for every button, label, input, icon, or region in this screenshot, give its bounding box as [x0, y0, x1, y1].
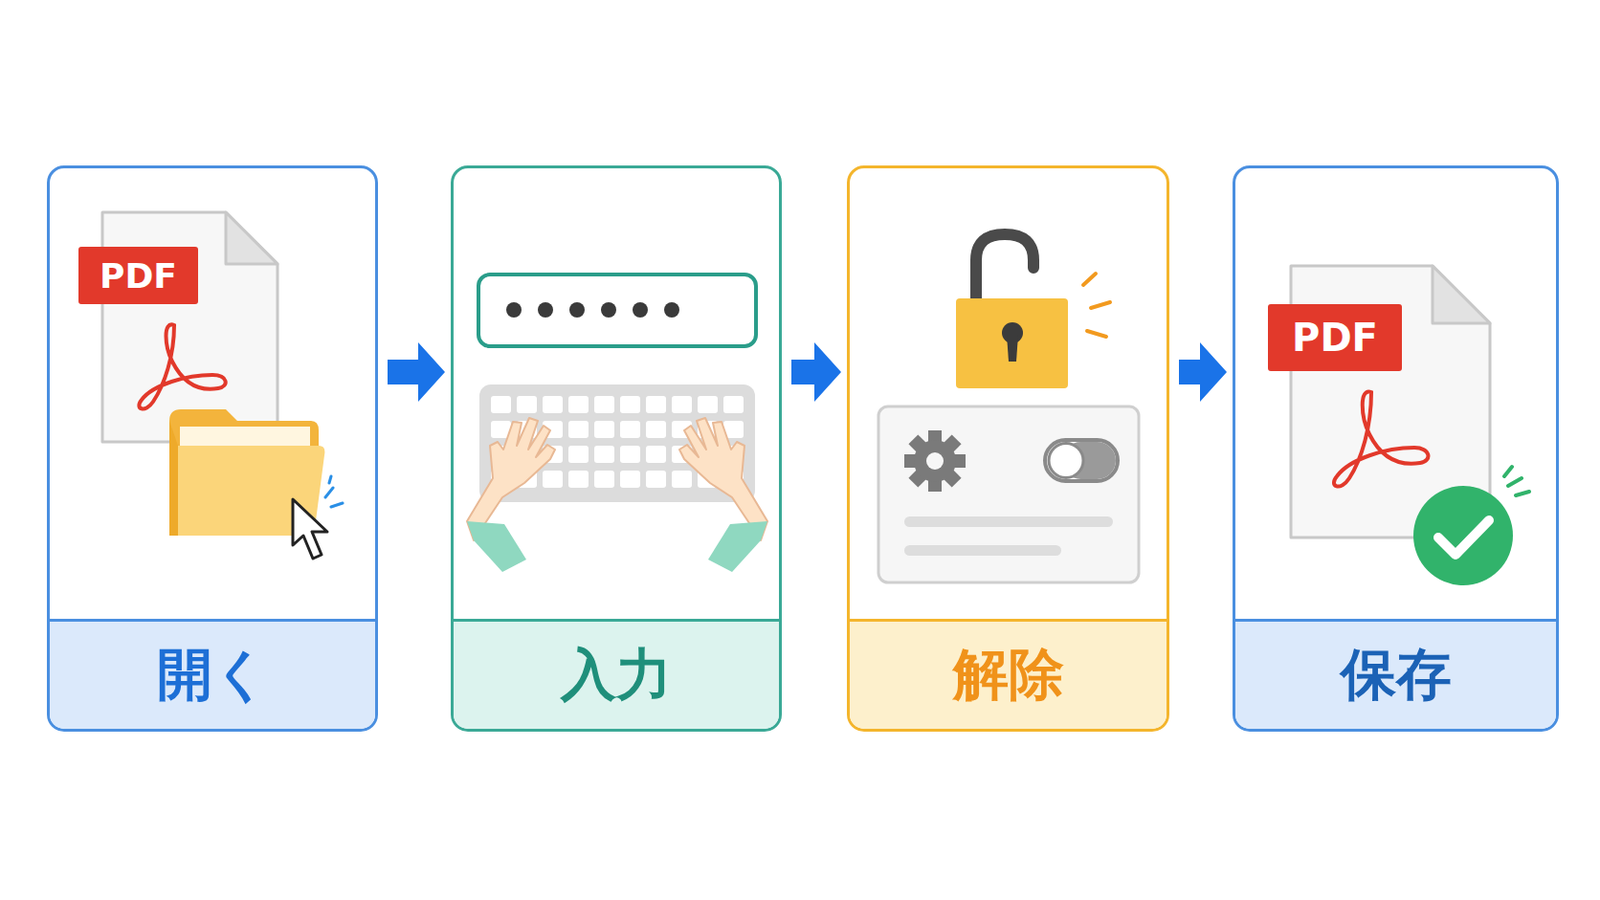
keyboard — [568, 445, 589, 464]
label-band: 開く — [49, 619, 376, 730]
keyboard — [620, 421, 641, 439]
open-padlock — [955, 234, 1111, 389]
settings-card — [904, 430, 966, 492]
flow-arrow — [791, 342, 842, 402]
open-padlock — [1083, 273, 1111, 337]
acrobat-symbol — [138, 324, 225, 409]
pdf-badge: PDF — [78, 246, 199, 305]
keyboard — [542, 470, 563, 489]
success-check — [1504, 466, 1530, 496]
acrobat-symbol — [138, 324, 225, 409]
flow-arrow — [1178, 342, 1227, 402]
typing-hands — [466, 418, 556, 541]
typing-hands — [708, 521, 768, 573]
label-band: 解除 — [849, 619, 1167, 730]
acrobat-symbol — [1333, 391, 1428, 487]
password-field — [537, 302, 554, 318]
step-label: 解除 — [953, 644, 1065, 707]
keyboard — [568, 396, 589, 414]
mouse-cursor — [292, 476, 343, 559]
step-panel: 保存 — [1232, 165, 1559, 733]
keyboard — [620, 470, 641, 489]
acrobat-symbol — [1333, 391, 1428, 487]
step-label: 入力 — [560, 644, 672, 707]
password-field — [569, 302, 585, 318]
password-field — [632, 302, 648, 318]
open-padlock — [955, 298, 1068, 389]
keyboard — [671, 470, 692, 489]
keyboard — [671, 396, 692, 414]
settings-card — [904, 430, 966, 492]
keyboard — [723, 396, 744, 414]
password-field — [506, 302, 522, 318]
keyboard — [620, 396, 641, 414]
flow-arrow — [387, 342, 445, 402]
folder-icon — [169, 421, 178, 536]
success-check — [1413, 486, 1513, 586]
keyboard — [490, 396, 512, 414]
keyboard — [516, 396, 537, 414]
password-field — [506, 302, 680, 318]
keyboard — [594, 445, 615, 464]
settings-card — [904, 545, 1062, 556]
keyboard — [620, 445, 641, 464]
settings-card — [878, 406, 1139, 583]
password-field — [664, 302, 680, 318]
success-check — [1413, 466, 1530, 586]
step-panel: 入力 — [450, 165, 782, 733]
password-field — [600, 302, 617, 318]
step-label: 保存 — [1340, 644, 1452, 707]
keyboard — [594, 396, 615, 414]
label-band: 入力 — [453, 619, 779, 730]
keyboard — [568, 421, 589, 439]
step-label: 開く — [156, 644, 269, 707]
pdf-badge: PDF — [1267, 304, 1402, 372]
settings-card — [1048, 444, 1084, 479]
keyboard — [697, 396, 718, 414]
open-padlock — [1006, 334, 1019, 362]
settings-card — [913, 440, 956, 483]
settings-card — [878, 406, 1139, 583]
keyboard — [594, 421, 615, 439]
step-panel: 解除 — [846, 165, 1170, 733]
keyboard — [594, 470, 615, 489]
pdf-document-icon — [225, 212, 278, 265]
settings-card — [1044, 440, 1118, 482]
keyboard — [568, 470, 589, 489]
keyboard — [645, 445, 667, 464]
password-field — [478, 274, 756, 347]
typing-hands — [466, 521, 527, 573]
mouse-cursor — [325, 476, 343, 508]
password-field — [478, 274, 756, 347]
keyboard — [645, 396, 667, 414]
open-padlock — [976, 234, 1034, 301]
keyboard — [645, 421, 667, 439]
success-check — [1438, 520, 1489, 556]
typing-hands — [466, 418, 768, 573]
keyboard — [542, 396, 563, 414]
keyboard — [645, 470, 667, 489]
label-band: 保存 — [1235, 619, 1556, 730]
mouse-cursor — [292, 499, 328, 559]
settings-card — [904, 516, 1113, 528]
typing-hands — [679, 418, 768, 541]
pdf-document-icon — [1432, 266, 1490, 324]
settings-card — [926, 452, 944, 470]
